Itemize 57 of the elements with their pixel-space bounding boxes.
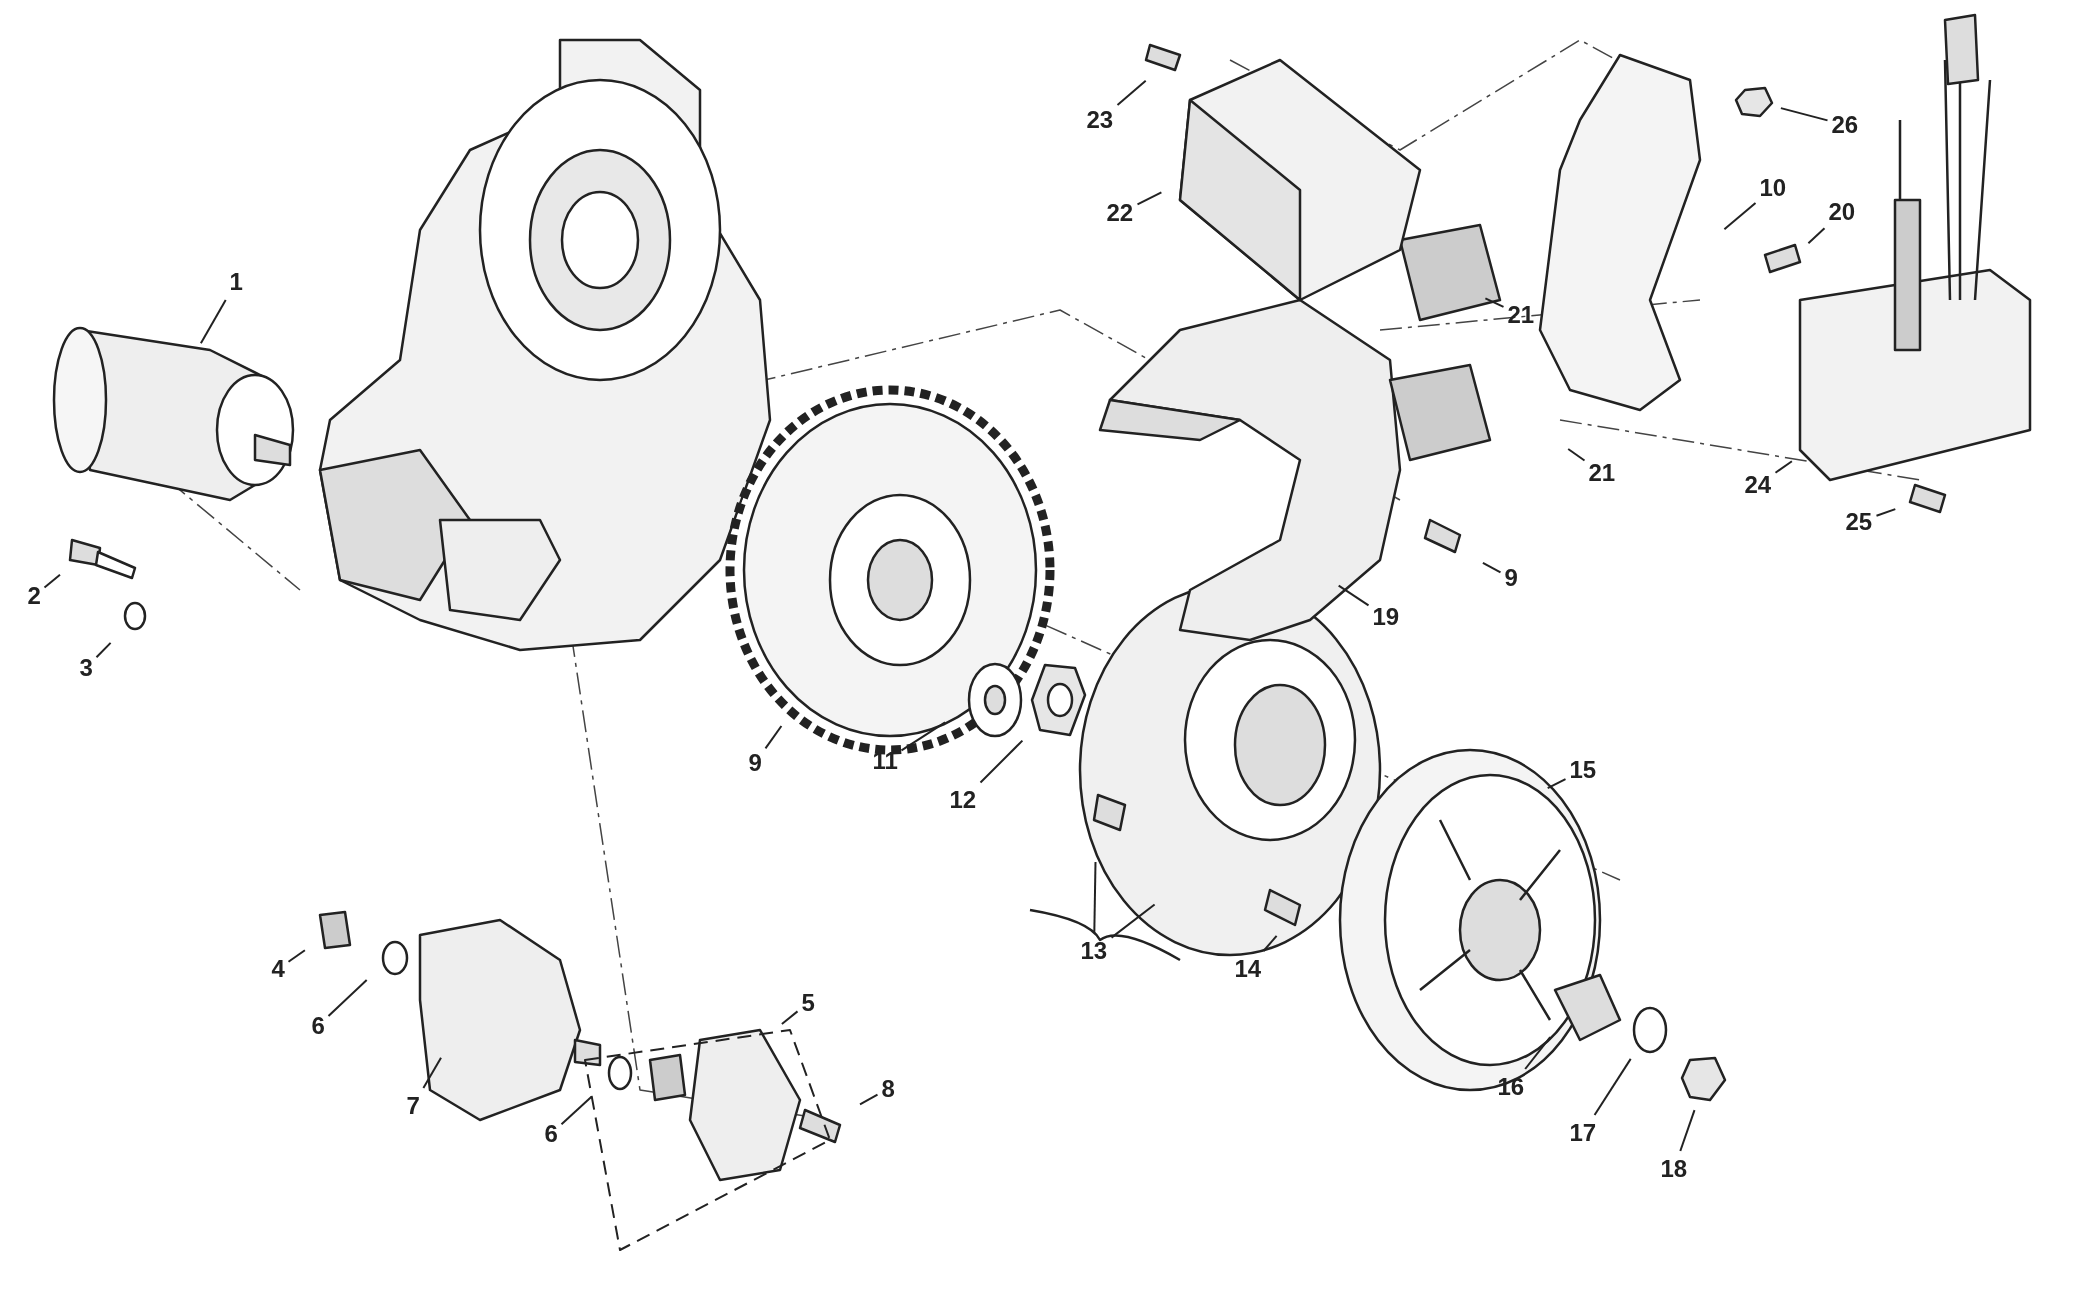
leader-line <box>327 979 368 1018</box>
leader-line <box>780 1010 799 1025</box>
leader-line <box>1116 79 1147 106</box>
leader-line <box>1481 561 1502 574</box>
callout-number: 13 <box>1080 937 1108 965</box>
callout-number: 5 <box>801 989 815 1017</box>
callout-number: 17 <box>1569 1119 1597 1147</box>
callout-number: 14 <box>1234 955 1262 983</box>
callout-number: 9 <box>748 749 762 777</box>
callout-number: 9 <box>1504 564 1518 592</box>
leader-line <box>1546 778 1567 790</box>
callout-number: 7 <box>406 1092 420 1120</box>
callout-number: 21 <box>1507 301 1535 329</box>
leader-line <box>1593 1057 1632 1116</box>
leader-line <box>1484 297 1505 308</box>
callout-number: 6 <box>544 1120 558 1148</box>
leader-line <box>1136 191 1163 206</box>
leader-line <box>1110 903 1156 939</box>
callout-number: 19 <box>1372 603 1400 631</box>
leader-line <box>859 1093 879 1106</box>
leader-line <box>764 725 783 750</box>
callout-number: 10 <box>1759 174 1787 202</box>
callout-number: 22 <box>1106 199 1134 227</box>
callout-number: 18 <box>1660 1155 1688 1183</box>
leader-line <box>1524 1036 1552 1070</box>
leader-line <box>95 641 112 659</box>
leader-line <box>1779 107 1829 122</box>
callout-number: 12 <box>949 786 977 814</box>
leader-line <box>1807 227 1826 245</box>
callout-number: 6 <box>311 1012 325 1040</box>
callout-number: 23 <box>1086 106 1114 134</box>
leader-line <box>1262 934 1278 952</box>
callout-number: 26 <box>1831 111 1859 139</box>
callout-number: 8 <box>881 1075 895 1103</box>
callout-number: 3 <box>79 654 93 682</box>
callout-number: 21 <box>1588 459 1616 487</box>
leader-line <box>1337 584 1370 607</box>
leader-line <box>1567 448 1586 462</box>
callout-number: 4 <box>271 955 285 983</box>
callout-number: 25 <box>1845 508 1873 536</box>
leader-line <box>1679 1109 1696 1152</box>
callout-number: 24 <box>1744 471 1772 499</box>
leader-line <box>560 1095 593 1126</box>
leader-line <box>1774 460 1793 474</box>
leader-line <box>199 299 227 345</box>
callout-number: 1 <box>229 268 243 296</box>
callout-number: 2 <box>27 582 41 610</box>
leader-line <box>1093 861 1097 934</box>
leader-line <box>422 1056 442 1089</box>
callout-number: 15 <box>1569 756 1597 784</box>
leader-line <box>43 573 61 589</box>
leader-line <box>979 739 1024 784</box>
leader-line <box>900 721 947 752</box>
leader-line <box>1723 201 1757 231</box>
leader-line <box>287 949 306 963</box>
callout-number: 20 <box>1828 198 1856 226</box>
leader-line <box>1875 508 1897 517</box>
